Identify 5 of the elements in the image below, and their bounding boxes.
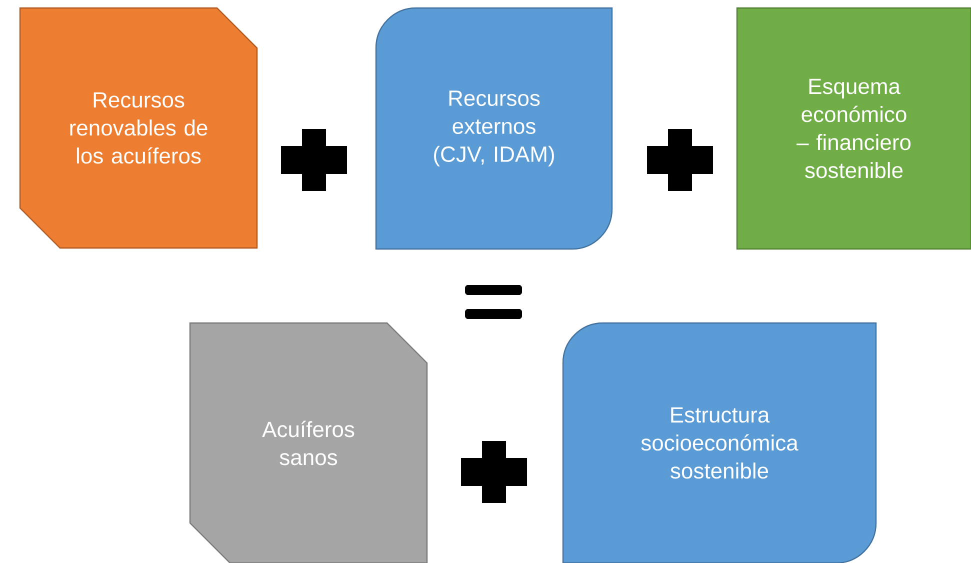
shape-box: Esquema económico – financiero sostenible: [736, 7, 971, 250]
shape-box: Recursos externos (CJV, IDAM): [375, 7, 613, 250]
shape-box: Recursos renovables de los acuíferos: [19, 7, 258, 249]
shape-box: Estructura socioeconómica sostenible: [562, 322, 877, 563]
shape-box: Acuíferos sanos: [189, 322, 428, 563]
